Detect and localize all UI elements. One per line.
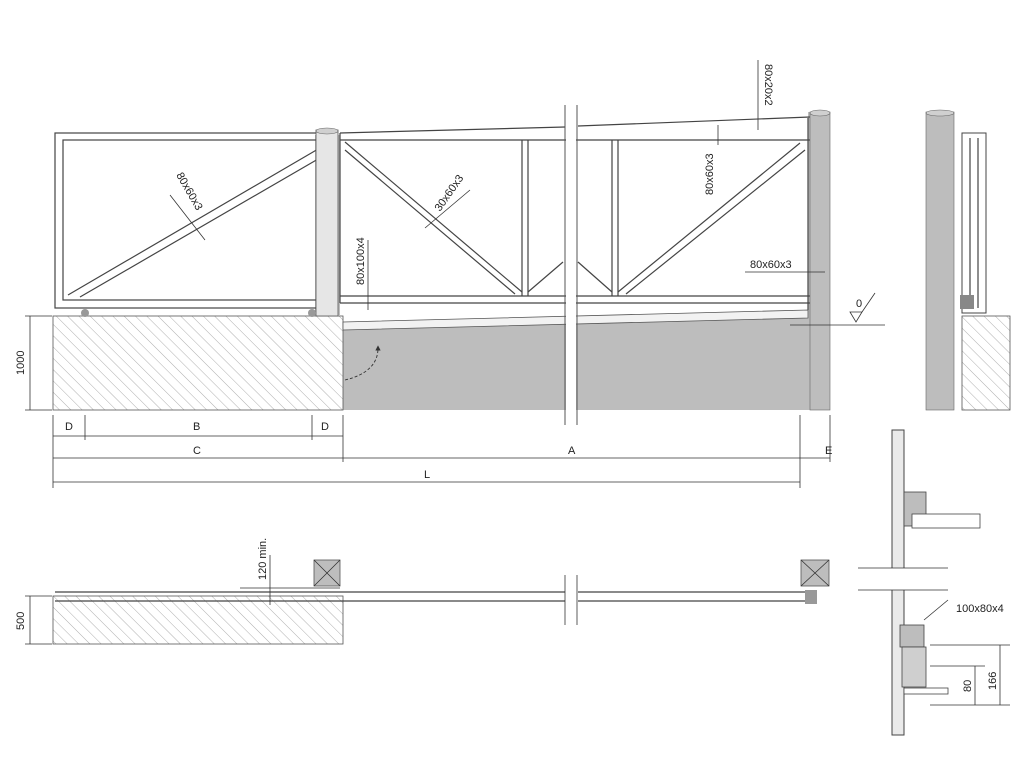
detail-base-plate <box>903 687 949 695</box>
x-diag-1 <box>344 141 523 293</box>
side-gate-frame <box>961 132 987 314</box>
dim-l: L <box>424 469 430 481</box>
profile-label-vertical-member: 80x100x4 <box>355 237 367 285</box>
side-foundation <box>961 315 1011 411</box>
detail-roller <box>901 646 927 688</box>
level-triangle-icon <box>849 311 863 323</box>
x-diag-4 <box>577 261 613 293</box>
x-diag-2 <box>344 149 516 295</box>
roller-icon <box>308 309 316 317</box>
profile-label-end-member: 80x60x3 <box>750 259 792 271</box>
leader-center-diagonal <box>424 189 471 229</box>
x-diag-3 <box>527 261 564 293</box>
break-gap <box>566 110 576 422</box>
detail-break <box>860 568 948 590</box>
detail-beam <box>899 624 925 648</box>
dim-min-clearance: 120 min. <box>257 538 269 580</box>
dim-roller-height: 166 <box>987 672 999 690</box>
dim-a: A <box>568 445 576 457</box>
dim-foundation-height: 1000 <box>15 351 27 375</box>
leader-left-diagonal <box>169 194 206 241</box>
dim-d-left: D <box>65 421 73 433</box>
foundation-block <box>52 315 344 411</box>
dim-d-right: D <box>321 421 329 433</box>
level-leader <box>861 292 876 313</box>
right-pillar <box>809 111 831 411</box>
left-diagonal <box>67 144 326 296</box>
dim-b: B <box>193 421 200 433</box>
roller-icon <box>81 309 89 317</box>
left-diagonal-2 <box>79 154 326 298</box>
center-post <box>315 129 339 317</box>
center-post-cap <box>315 127 339 135</box>
profile-label-support-beam: 100x80x4 <box>956 603 1004 615</box>
gate-top-rail <box>339 126 566 134</box>
right-pillar-cap <box>809 109 831 117</box>
profile-label-top-rail: 80x20x2 <box>762 64 774 106</box>
roller-detail: 100x80x4 166 80 <box>858 429 1010 736</box>
x-diag-6 <box>625 149 806 295</box>
dim-foundation-width: 500 <box>15 612 27 630</box>
gate-top-rail-right <box>577 116 811 127</box>
dim-e: E <box>825 445 832 457</box>
dim-roller-offset: 80 <box>962 680 974 692</box>
plan-view: 120 min. 500 <box>15 538 830 645</box>
x-diag-5 <box>617 142 801 293</box>
side-view <box>925 109 1011 411</box>
level-mark-label: 0 <box>856 298 862 310</box>
detail-guide-plate <box>911 513 981 529</box>
profile-label-right-post: 80x60x3 <box>704 153 716 195</box>
plan-foundation <box>52 595 344 645</box>
side-pillar-cap <box>925 109 955 117</box>
plan-gate-end <box>805 590 817 604</box>
front-elevation: 0 80x60x3 30x60x3 80x20x2 80x60x3 80x100… <box>15 60 885 488</box>
dim-c: C <box>193 445 201 457</box>
profile-label-left-diagonal: 80x60x3 <box>173 171 204 213</box>
wall-area <box>343 112 830 410</box>
side-pillar <box>925 111 955 411</box>
opening-arrow <box>344 345 381 381</box>
side-roller <box>960 295 974 309</box>
